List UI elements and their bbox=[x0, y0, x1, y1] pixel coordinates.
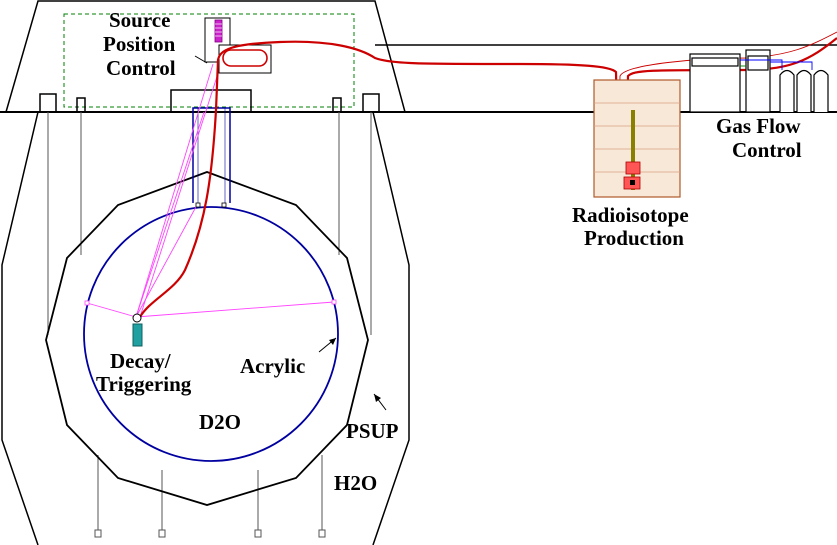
psup-arrowhead bbox=[374, 394, 381, 402]
gas-lines bbox=[740, 59, 813, 70]
acrylic-arrowhead bbox=[329, 338, 336, 345]
gas-flow-equipment bbox=[689, 49, 829, 113]
rope-anchor bbox=[84, 300, 90, 306]
umbilical-reel bbox=[222, 49, 268, 67]
psup bbox=[45, 171, 369, 506]
label-psup: PSUP bbox=[346, 419, 399, 443]
motor-stripes bbox=[215, 23, 222, 37]
label-h2o: H2O bbox=[334, 471, 377, 495]
label-decay-line2: Triggering bbox=[96, 372, 192, 396]
label-acrylic: Acrylic bbox=[240, 354, 305, 378]
rope-anchor bbox=[331, 299, 337, 305]
label-source-line2: Position bbox=[103, 32, 176, 56]
decay-chamber-top bbox=[132, 313, 142, 323]
label-source-line1: Source bbox=[109, 8, 170, 32]
label-radio-line2: Production bbox=[584, 226, 684, 250]
source-control-arrow bbox=[194, 55, 208, 64]
floor-anchors bbox=[94, 455, 326, 538]
acrylic-vessel bbox=[83, 206, 339, 462]
production-rod bbox=[631, 110, 635, 190]
vessel-neck bbox=[192, 107, 231, 203]
vessel-neck-inner bbox=[197, 108, 226, 203]
production-target bbox=[625, 161, 641, 175]
deck-block bbox=[76, 97, 86, 113]
decay-chamber bbox=[132, 323, 143, 347]
neck-glovebox bbox=[170, 89, 252, 113]
label-source-line3: Control bbox=[106, 56, 176, 80]
source-position-motor bbox=[214, 19, 223, 43]
label-gas-line2: Control bbox=[732, 138, 802, 162]
deck-block bbox=[362, 93, 380, 113]
deck-enclosure bbox=[63, 13, 355, 108]
production-grid bbox=[594, 102, 680, 173]
label-radio-line1: Radioisotope bbox=[572, 203, 689, 227]
rope-anchor bbox=[221, 202, 227, 208]
production-core bbox=[630, 180, 635, 185]
source-umbilical bbox=[139, 37, 837, 318]
label-decay-line1: Decay/ bbox=[110, 349, 172, 373]
deck-block bbox=[39, 93, 57, 113]
manipulator-ropes bbox=[86, 63, 335, 318]
rope-anchor bbox=[195, 202, 201, 208]
label-d2o: D2O bbox=[199, 410, 241, 434]
deck-block bbox=[332, 97, 342, 113]
cavity-wall bbox=[1, 111, 39, 545]
label-gas-line1: Gas Flow bbox=[716, 114, 801, 138]
cavity-wall-right bbox=[372, 111, 410, 545]
